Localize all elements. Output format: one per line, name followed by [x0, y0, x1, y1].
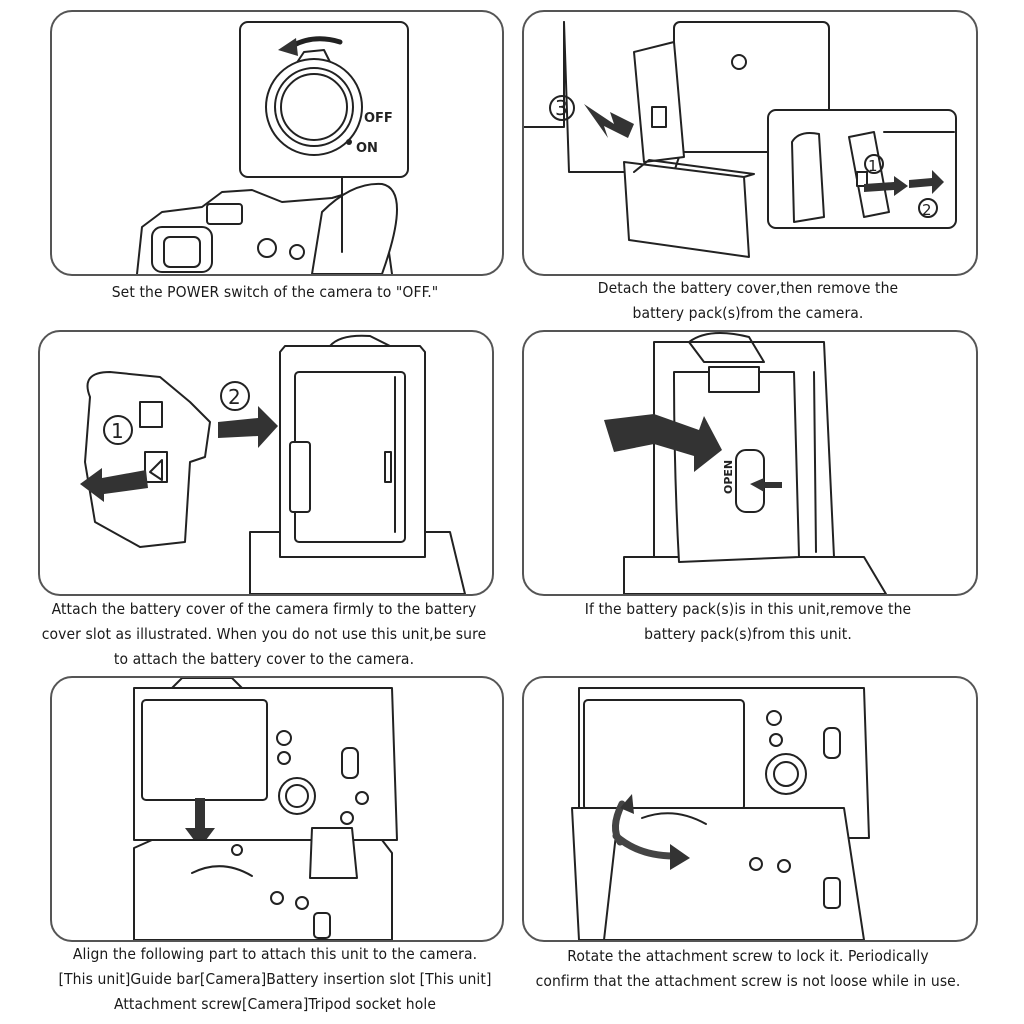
step-5-caption: Align the following part to attach this …	[40, 942, 510, 1017]
on-label: ON	[356, 141, 378, 156]
caption-line: Rotate the attachment screw to lock it. …	[567, 947, 929, 965]
inset-number-2: 2	[922, 201, 932, 219]
step-2-caption: Detach the battery cover,then remove the…	[522, 276, 974, 326]
caption-line: battery pack(s)from this unit.	[644, 625, 852, 643]
open-unit-cover-diagram: OPEN	[604, 332, 887, 594]
caption-line: Detach the battery cover,then remove the	[597, 279, 899, 297]
remove-battery-diagram: 3 1 2	[524, 21, 957, 258]
step-3-caption: Attach the battery cover of the camera f…	[22, 597, 506, 672]
caption-line: confirm that the attachment screw is not…	[535, 972, 961, 990]
caption-line: If the battery pack(s)is in this unit,re…	[584, 600, 912, 618]
step-4-illustration: OPEN	[522, 330, 978, 596]
caption-line: Attach the battery cover of the camera f…	[51, 600, 477, 618]
off-label: OFF	[364, 111, 393, 126]
caption-line: Align the following part to attach this …	[72, 945, 478, 963]
camera-power-switch-diagram: OFF ON	[136, 21, 409, 274]
step-number-3: 3	[555, 96, 568, 120]
step-6-caption: Rotate the attachment screw to lock it. …	[512, 944, 984, 994]
attach-cover-diagram: 1 2	[80, 334, 466, 594]
caption-line: battery pack(s)from the camera.	[632, 304, 864, 322]
step-1-illustration: OFF ON	[50, 10, 504, 276]
step-2-illustration: 3 1 2	[522, 10, 978, 276]
inset-number-1: 1	[868, 157, 878, 175]
align-unit-diagram	[133, 678, 398, 940]
lock-screw-diagram	[571, 687, 870, 940]
step-4-caption: If the battery pack(s)is in this unit,re…	[522, 597, 974, 647]
step-number-1: 1	[111, 419, 124, 443]
step-3-illustration: 1 2	[38, 330, 494, 596]
caption-line: Set the POWER switch of the camera to "O…	[111, 283, 439, 301]
caption-line: [This unit]Guide bar[Camera]Battery inse…	[58, 970, 492, 988]
caption-line: Attachment screw[Camera]Tripod socket ho…	[113, 995, 437, 1013]
caption-line: cover slot as illustrated. When you do n…	[41, 625, 487, 643]
open-label: OPEN	[722, 460, 735, 494]
caption-line: to attach the battery cover to the camer…	[113, 650, 415, 668]
step-5-illustration	[50, 676, 504, 942]
step-number-2: 2	[228, 385, 241, 409]
step-1-caption: Set the POWER switch of the camera to "O…	[50, 280, 500, 305]
step-6-illustration	[522, 676, 978, 942]
